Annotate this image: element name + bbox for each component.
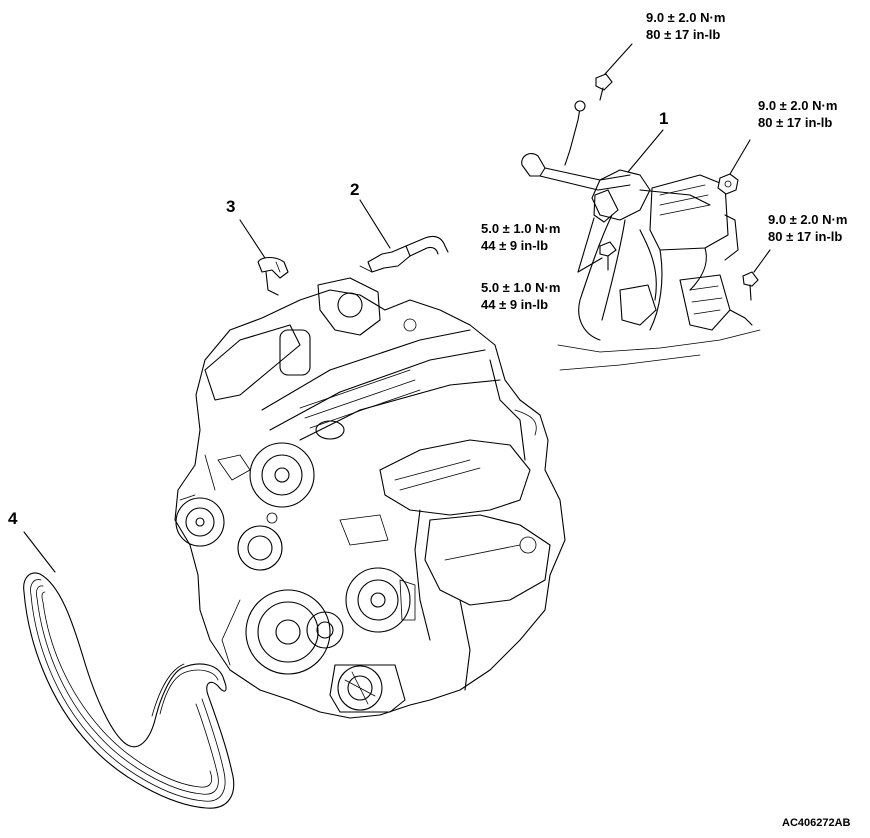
callout-part-2: 2 — [350, 180, 359, 199]
torque-imperial: 44 ± 9 in-lb — [481, 238, 548, 253]
leader-lines — [23, 43, 771, 573]
torque-metric: 9.0 ± 2.0 N·m — [758, 98, 837, 113]
torque-metric: 9.0 ± 2.0 N·m — [768, 212, 847, 227]
drive-belt — [23, 572, 235, 809]
bolt — [599, 241, 617, 271]
torque-metric: 5.0 ± 1.0 N·m — [481, 221, 560, 236]
torque-spec-right-lower: 9.0 ± 2.0 N·m 80 ± 17 in-lb — [768, 212, 847, 244]
callout-part-3: 3 — [226, 197, 235, 216]
part-2-hose — [359, 235, 449, 273]
engine-block — [174, 277, 566, 719]
callout-part-1: 1 — [659, 109, 668, 128]
torque-imperial: 80 ± 17 in-lb — [758, 115, 832, 130]
torque-metric: 5.0 ± 1.0 N·m — [481, 280, 560, 295]
callout-part-4: 4 — [8, 509, 18, 528]
torque-metric: 9.0 ± 2.0 N·m — [646, 10, 725, 25]
torque-spec-middle-upper: 5.0 ± 1.0 N·m 44 ± 9 in-lb — [481, 221, 560, 253]
bolt — [595, 73, 613, 101]
torque-imperial: 80 ± 17 in-lb — [646, 27, 720, 42]
bolt — [742, 271, 759, 301]
nut — [717, 173, 739, 195]
torque-spec-right-upper: 9.0 ± 2.0 N·m 80 ± 17 in-lb — [758, 98, 837, 130]
torque-spec-top: 9.0 ± 2.0 N·m 80 ± 17 in-lb — [646, 10, 725, 42]
torque-imperial: 44 ± 9 in-lb — [481, 297, 548, 312]
torque-spec-middle-lower: 5.0 ± 1.0 N·m 44 ± 9 in-lb — [481, 280, 560, 312]
part-3-hose — [257, 256, 289, 296]
figure-id: AC406272AB — [782, 817, 851, 829]
torque-imperial: 80 ± 17 in-lb — [768, 229, 842, 244]
